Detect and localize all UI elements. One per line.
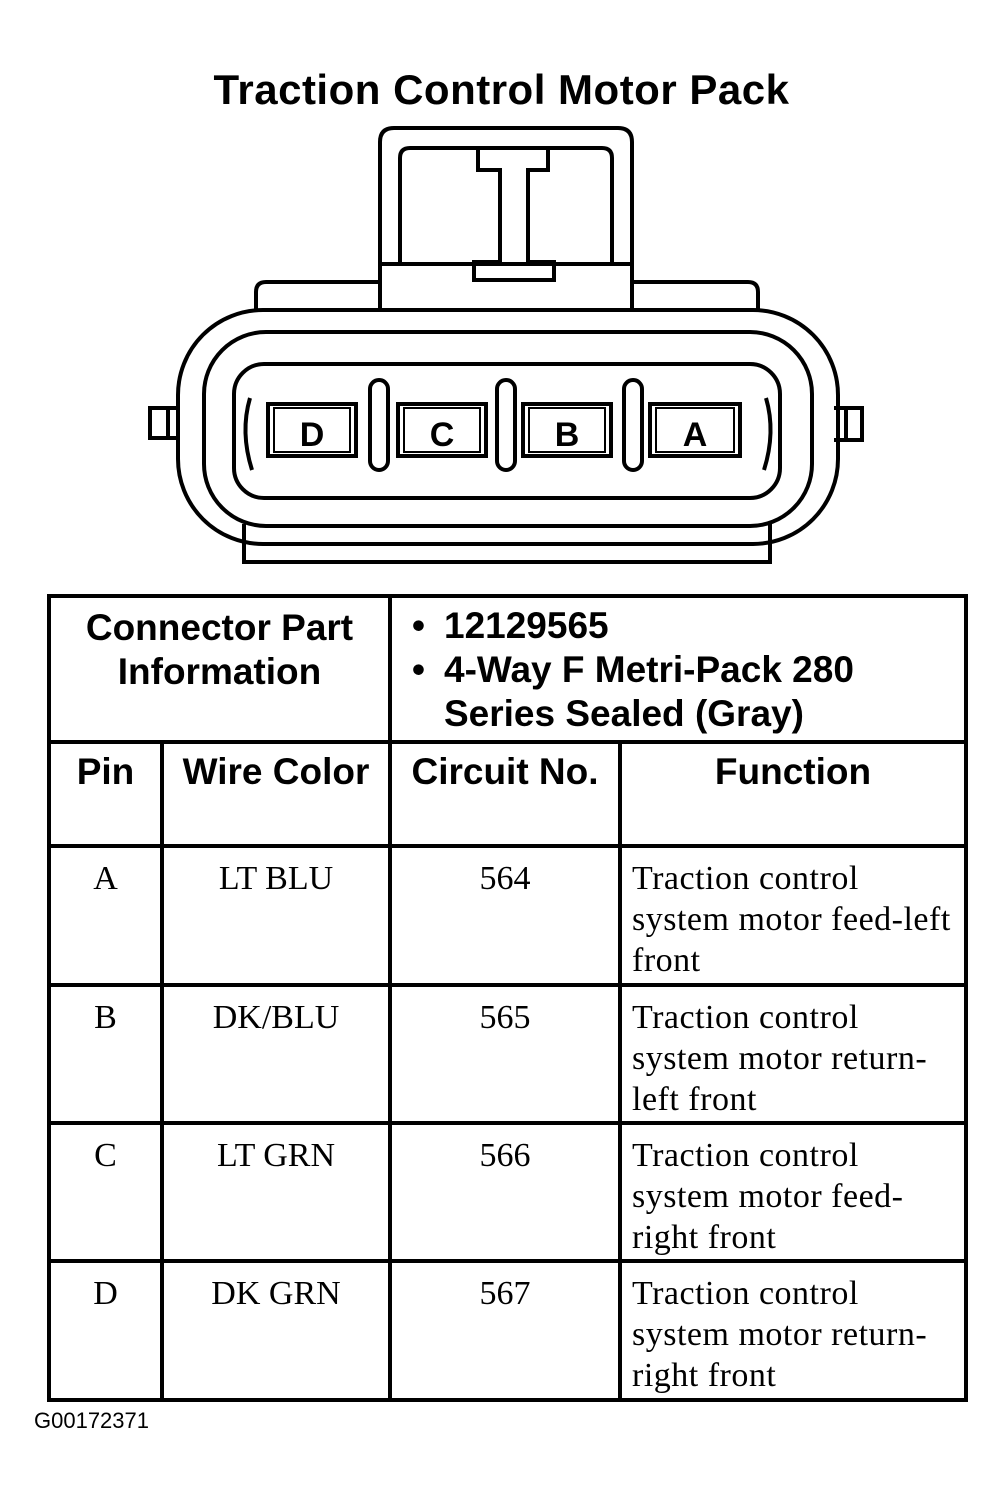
cavity-d-inner <box>273 407 351 453</box>
function-cell: Traction control system motor return-lef… <box>617 983 969 1125</box>
header-pin: Pin <box>47 740 164 848</box>
left-tab <box>148 406 180 440</box>
cavity-d <box>266 402 358 458</box>
part-description-line: •4-Way F Metri-Pack 280 <box>412 649 854 690</box>
circuit-cell: 567 <box>388 1259 622 1402</box>
pin-cell: C <box>47 1121 164 1263</box>
function-cell: Traction control system motor feed-left … <box>617 844 969 987</box>
cavity-label-a: A <box>683 416 708 454</box>
circuit-cell: 565 <box>388 983 622 1125</box>
table-row: C LT GRN 566 Traction control system mot… <box>47 1121 969 1263</box>
header-wire-color: Wire Color <box>160 740 392 848</box>
header-function: Function <box>617 740 969 848</box>
cavity-a-inner <box>655 407 735 453</box>
wire-color-cell: LT GRN <box>160 1121 392 1263</box>
wire-color-cell: LT BLU <box>160 844 392 987</box>
left-chevron <box>243 397 254 471</box>
function-cell: Traction control system motor return-rig… <box>617 1259 969 1402</box>
right-tab <box>834 406 864 442</box>
cavity-b-inner <box>528 407 606 453</box>
connector-face-drawing: D C B A <box>148 126 864 564</box>
table-row: D DK GRN 567 Traction control system mot… <box>47 1259 969 1402</box>
pin-cell: D <box>47 1259 164 1402</box>
diagram-title: Traction Control Motor Pack <box>213 66 790 113</box>
cavity-frame <box>232 362 782 500</box>
table-row: B DK/BLU 565 Traction control system mot… <box>47 983 969 1125</box>
wire-color-cell: DK GRN <box>160 1259 392 1402</box>
bottom-lip <box>242 524 772 564</box>
cavity-label-d: D <box>300 416 325 454</box>
connector-pinout-table: Connector Part Information •12129565 •4-… <box>47 594 969 1402</box>
figure-id: G00172371 <box>34 1408 149 1433</box>
outer-shell <box>176 308 840 546</box>
lock-key <box>472 150 556 282</box>
pin-cell: A <box>47 844 164 987</box>
separator <box>495 378 517 472</box>
part-info-value: •12129565 •4-Way F Metri-Pack 280 Series… <box>387 594 969 744</box>
circuit-cell: 564 <box>388 844 622 987</box>
cavity-c-inner <box>403 407 481 453</box>
table-row: A LT BLU 564 Traction control system mot… <box>47 844 969 987</box>
right-chevron <box>762 397 773 471</box>
part-number-line: •12129565 <box>412 605 609 646</box>
cavity-label-c: C <box>430 416 455 454</box>
cavity-label-b: B <box>555 416 580 454</box>
cavity-a <box>648 402 742 458</box>
latch-tower <box>378 126 634 310</box>
column-header-row: Pin Wire Color Circuit No. Function <box>47 740 969 848</box>
part-info-label: Connector Part Information <box>47 594 392 744</box>
circuit-cell: 566 <box>388 1121 622 1263</box>
cavity-c <box>396 402 488 458</box>
latch-tower-inner <box>398 146 614 262</box>
header-circuit-no: Circuit No. <box>388 740 622 848</box>
pin-cell: B <box>47 983 164 1125</box>
wire-color-cell: DK/BLU <box>160 983 392 1125</box>
function-cell: Traction control system motor feed-right… <box>617 1121 969 1263</box>
separator <box>622 378 644 472</box>
shoulder-step <box>254 262 760 312</box>
part-description-line-2: Series Sealed (Gray) <box>444 693 804 734</box>
cavity-b <box>521 402 613 458</box>
part-info-row: Connector Part Information •12129565 •4-… <box>47 594 969 744</box>
separator <box>368 378 390 472</box>
middle-shell <box>202 330 814 528</box>
